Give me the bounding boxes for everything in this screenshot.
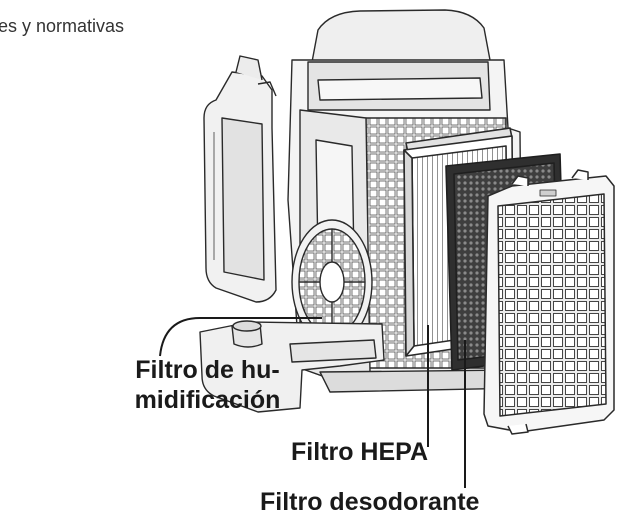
label-hepa-filter: Filtro HEPA [291, 438, 429, 466]
label-humidification-filter: Filtro de hu- midificación [120, 355, 295, 415]
humidifier-tray [199, 320, 385, 413]
water-tank [203, 55, 277, 303]
label-deodorizing-filter: Filtro desodorante [260, 488, 480, 516]
leader-lines [159, 317, 466, 488]
front-grille-panel [483, 169, 615, 435]
humidification-filter [291, 219, 373, 345]
header-text: es y normativas [0, 16, 125, 36]
leader-line-humidification [159, 317, 322, 357]
label-humidification-line1: Filtro de hu- [135, 356, 280, 384]
label-humidification-line2: midificación [134, 386, 281, 414]
